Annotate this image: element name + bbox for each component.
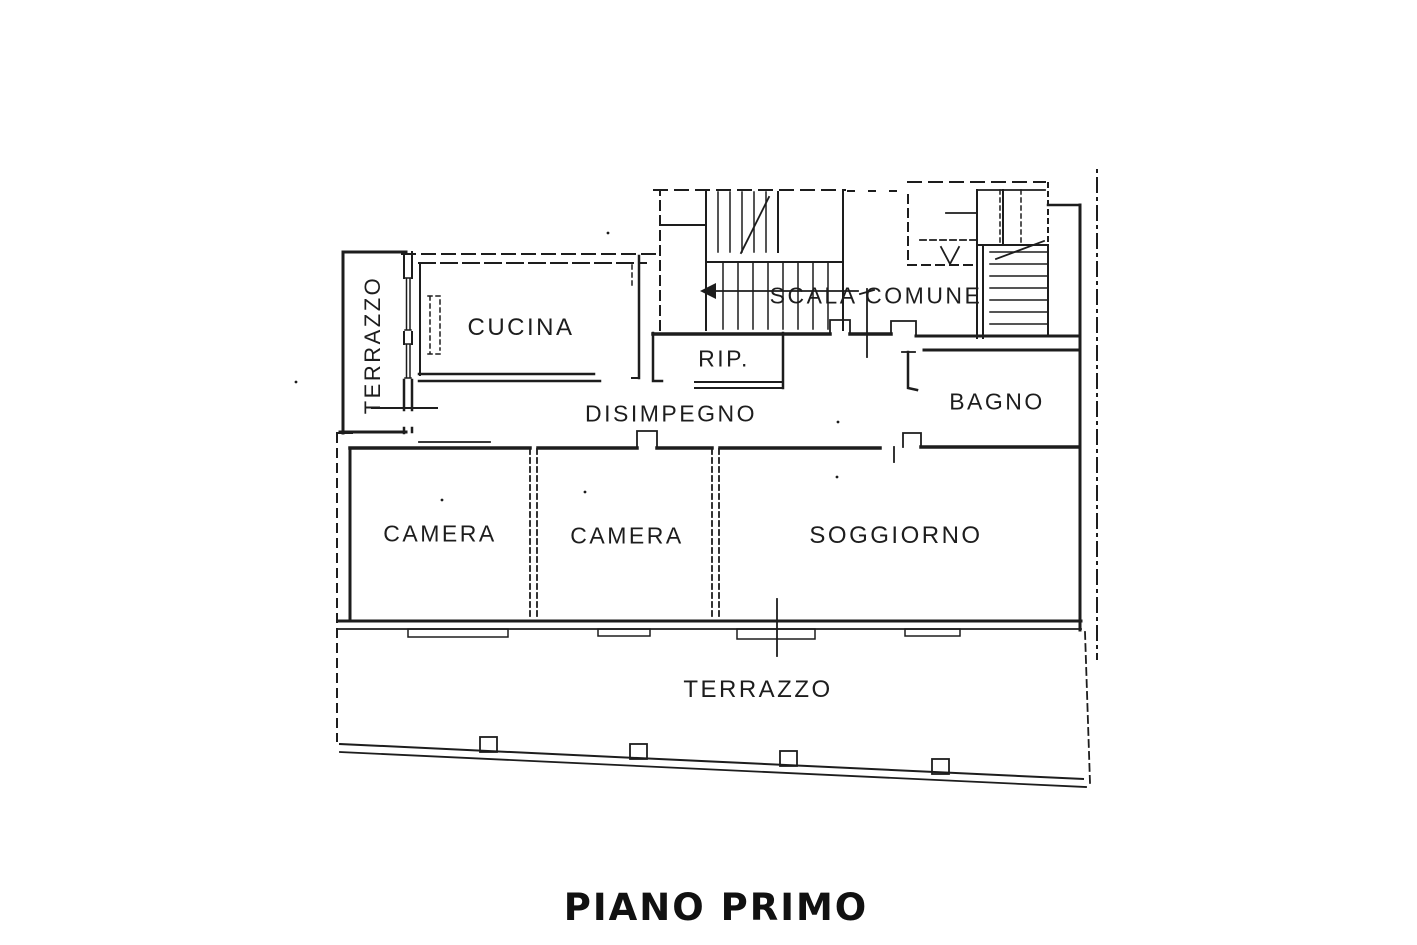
scan-specks — [294, 231, 840, 502]
interior-walls — [348, 430, 1080, 621]
room-label-terrazzo-left: TERRAZZO — [360, 275, 385, 415]
section-marks — [776, 288, 876, 657]
stair-landing-walls — [651, 319, 1082, 338]
room-label-disimpegno: DISIMPEGNO — [585, 400, 757, 427]
windows — [404, 277, 443, 379]
cucina-walls — [371, 253, 661, 409]
stairwell-right — [919, 189, 1082, 339]
room-label-soggiorno: SOGGIORNO — [809, 522, 983, 549]
room-label-bagno: BAGNO — [949, 388, 1045, 415]
stairwell-left — [661, 191, 859, 331]
rip-walls — [651, 331, 785, 390]
room-label-camera-2: CAMERA — [570, 522, 684, 549]
dashed-boundaries — [336, 169, 1098, 742]
room-label-rip: RIP. — [698, 345, 750, 372]
exterior-walls — [336, 203, 1083, 640]
room-label-scala-comune: SCALA COMUNE — [769, 282, 983, 309]
terrace-railing — [338, 631, 1091, 788]
room-label-terrazzo-bottom: TERRAZZO — [683, 676, 833, 703]
room-label-cucina: CUCINA — [467, 314, 575, 341]
bagno-walls — [901, 348, 1080, 392]
floor-title: PIANO PRIMO — [563, 886, 869, 929]
terrazzo-left-walls — [336, 250, 414, 435]
room-label-camera-1: CAMERA — [383, 520, 497, 547]
